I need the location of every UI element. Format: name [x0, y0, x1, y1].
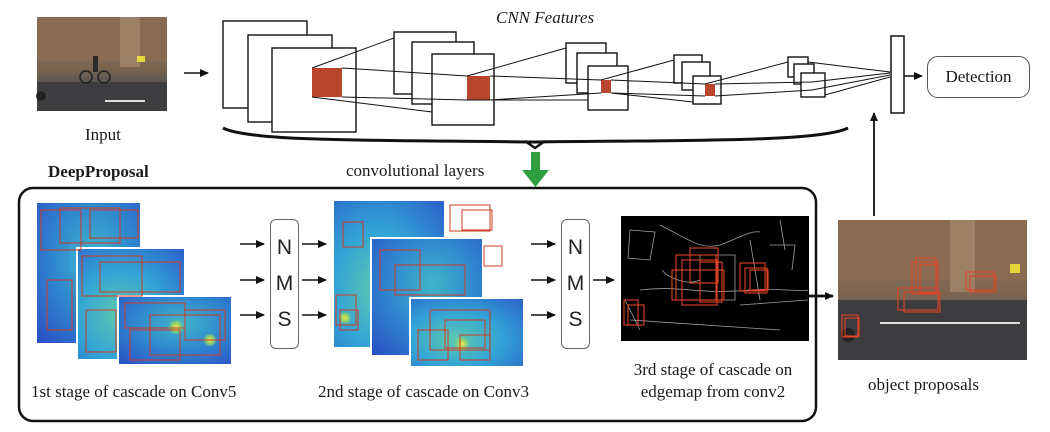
object-proposals-label: object proposals — [868, 375, 979, 394]
input-label: Input — [85, 125, 121, 144]
object-proposals-photo — [838, 220, 1027, 360]
stage1-caption: 1st stage of cascade on Conv5 — [31, 382, 237, 401]
deepproposal-label: DeepProposal — [48, 162, 149, 181]
nms-letter-n: N — [276, 236, 293, 259]
nms-block-1: N M S — [270, 219, 299, 349]
stage2-caption: 2nd stage of cascade on Conv3 — [318, 382, 530, 401]
nms-letter-s: S — [568, 308, 583, 331]
input-photo — [36, 17, 167, 111]
feature-connections — [311, 37, 891, 113]
nms-letter-m: M — [275, 272, 294, 295]
stage3-edgemap — [621, 216, 809, 341]
nms-block-2: N M S — [561, 219, 590, 349]
nms-letter-s: S — [277, 308, 292, 331]
conv-brace — [222, 126, 849, 144]
fc-layer-bar — [890, 35, 905, 114]
stage3-caption-line2: edgemap from conv2 — [640, 382, 786, 401]
nms-letter-n: N — [567, 236, 584, 259]
detection-box: Detection — [927, 56, 1030, 98]
nms-letter-m: M — [566, 272, 585, 295]
stage1-to-nms-arrows — [240, 240, 327, 319]
cnn-features-title: CNN Features — [496, 8, 595, 27]
deepproposal-frame — [17, 186, 818, 423]
feature-patches — [312, 68, 715, 100]
conv-layers-label: convolutional layers — [346, 161, 485, 180]
green-down-arrow — [522, 152, 549, 187]
stage2-to-nms-arrows — [531, 240, 615, 319]
stage1-heatmaps — [37, 203, 233, 366]
stage2-heatmaps — [334, 201, 525, 368]
stage3-caption-line1: 3rd stage of cascade on — [633, 360, 793, 379]
cnn-feature-maps — [222, 20, 826, 133]
